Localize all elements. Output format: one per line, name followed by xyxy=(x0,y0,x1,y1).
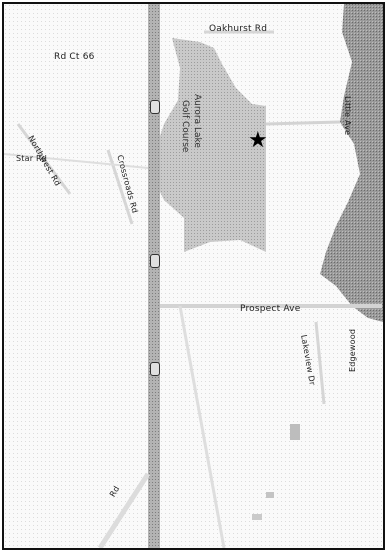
park-name-line1: Aurora Lake xyxy=(192,94,202,148)
texture-3 xyxy=(252,514,262,520)
crossroads-rd-road xyxy=(106,149,134,225)
texture-1 xyxy=(290,424,300,440)
water-area xyxy=(320,4,383,322)
left-horizontal-road xyxy=(4,153,149,169)
golf-course-area xyxy=(154,38,266,252)
diagonal-road xyxy=(178,305,226,548)
map-canvas xyxy=(4,4,383,548)
texture-2 xyxy=(266,492,274,498)
park-name-line2: Golf Course xyxy=(180,100,190,153)
route-shield-2 xyxy=(150,254,160,268)
little-ave-label: Little Ave xyxy=(343,96,352,136)
top-left-road-label: Rd Ct 66 xyxy=(54,52,95,62)
prospect-ave-road xyxy=(160,304,382,308)
west-star-rd-label: Star Rd xyxy=(16,154,47,163)
top-road-label: Oakhurst Rd xyxy=(209,24,268,34)
lakeview-dr-road xyxy=(314,321,326,405)
prospect-ave-label: Prospect Ave xyxy=(240,304,301,314)
star-dr-road xyxy=(265,120,341,126)
lower-left-road xyxy=(97,472,151,548)
route-shield-3 xyxy=(150,362,160,376)
route-shield-1 xyxy=(150,100,160,114)
edgewood-label: Edgewood xyxy=(348,328,357,372)
highway-vertical xyxy=(148,4,160,548)
northwest-rd-road xyxy=(16,123,72,195)
star-icon[interactable]: ★ xyxy=(248,128,268,153)
